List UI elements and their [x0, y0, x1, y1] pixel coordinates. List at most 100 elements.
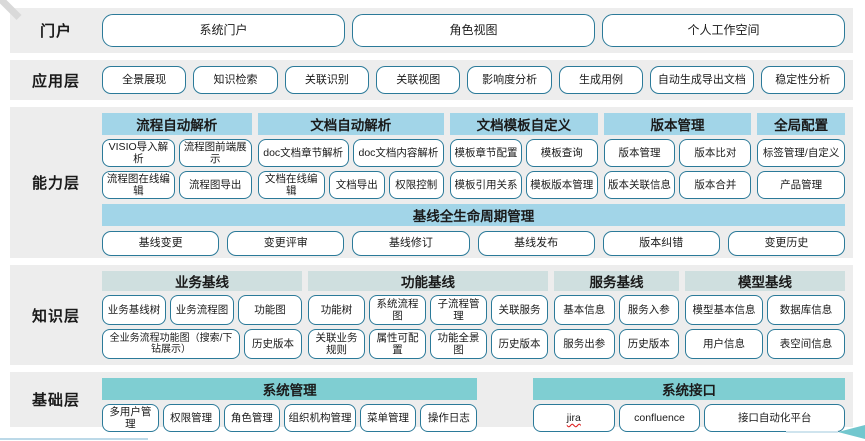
base-button[interactable]: 菜单管理 — [359, 404, 417, 433]
knowledge-content: 业务基线业务基线树业务流程图功能图全业务流程功能图（搜索/下钻展示）历史版本功能… — [102, 271, 845, 359]
portal-layer-band: 门户 系统门户角色视图个人工作空间 — [10, 8, 853, 53]
cap-button-row: 模板章节配置模板查询 — [450, 139, 598, 168]
app-button[interactable]: 自动生成导出文档 — [650, 66, 754, 94]
know-group-3: 模型基线模型基本信息数据库信息用户信息表空间信息 — [685, 271, 845, 359]
application-button-row: 全景展现知识检索关联识别关联视图影响度分析生成用例自动生成导出文档稳定性分析 — [102, 66, 845, 94]
know-button[interactable]: 关联业务规则 — [308, 329, 365, 359]
know-button[interactable]: 服务入参 — [618, 295, 679, 325]
know-button-row: 模型基本信息数据库信息 — [685, 295, 845, 325]
portal-button-row: 系统门户角色视图个人工作空间 — [102, 14, 845, 47]
know-button[interactable]: 功能图 — [238, 295, 302, 325]
cap-button[interactable]: 模板版本管理 — [525, 171, 598, 200]
baseline-button[interactable]: 基线修订 — [352, 231, 470, 257]
know-button-row: 服务出参历史版本 — [554, 329, 679, 359]
base-button[interactable]: 权限管理 — [162, 404, 220, 433]
cap-button[interactable]: 版本比对 — [679, 139, 752, 168]
cap-button[interactable]: 版本管理 — [603, 139, 676, 168]
cap-button-row: 文档在线编辑文档导出权限控制 — [257, 171, 445, 200]
knowledge-layer-label: 知识层 — [31, 307, 80, 325]
app-button[interactable]: 稳定性分析 — [760, 66, 845, 94]
baseline-button[interactable]: 基线发布 — [477, 231, 595, 257]
know-button[interactable]: 系统流程图 — [369, 295, 426, 325]
cap-button[interactable]: 权限控制 — [388, 171, 445, 200]
app-button[interactable]: 全景展现 — [102, 66, 187, 94]
portal-content: 系统门户角色视图个人工作空间 — [102, 14, 845, 47]
cap-button[interactable]: 模板查询 — [525, 139, 598, 168]
baseline-button[interactable]: 变更评审 — [227, 231, 345, 257]
cap-button[interactable]: 流程图导出 — [178, 171, 252, 200]
portal-button[interactable]: 系统门户 — [102, 14, 345, 47]
cap-button-row: 流程图在线编辑流程图导出 — [102, 171, 252, 200]
cap-button[interactable]: 文档导出 — [329, 171, 385, 200]
bottom-arrow-decoration — [786, 425, 865, 439]
know-button[interactable]: 历史版本 — [244, 329, 302, 359]
baseline-button-row: 基线变更变更评审基线修订基线发布版本纠错变更历史 — [102, 231, 846, 257]
baseline-button[interactable]: 变更历史 — [727, 231, 846, 257]
know-button-row: 功能树系统流程图子流程管理关联服务 — [308, 295, 548, 325]
baseline-button[interactable]: 版本纠错 — [602, 231, 720, 257]
cap-button[interactable]: 流程图前端展示 — [178, 139, 252, 168]
app-button[interactable]: 关联视图 — [376, 66, 461, 94]
cap-button[interactable]: 模板章节配置 — [450, 139, 522, 168]
base-button-row: 多用户管理权限管理角色管理组织机构管理菜单管理操作日志 — [102, 404, 478, 433]
know-button[interactable]: 功能树 — [308, 295, 365, 325]
cap-button[interactable]: doc文档章节解析 — [257, 139, 349, 168]
base-button[interactable]: 组织机构管理 — [284, 404, 356, 433]
know-button[interactable]: 历史版本 — [491, 329, 548, 359]
know-button[interactable]: 服务出参 — [554, 329, 615, 359]
cap-button[interactable]: 流程图在线编辑 — [102, 171, 175, 200]
know-button[interactable]: 子流程管理 — [430, 295, 487, 325]
portal-button[interactable]: 角色视图 — [352, 14, 595, 47]
know-button[interactable]: 数据库信息 — [767, 295, 845, 325]
base-button[interactable]: 多用户管理 — [102, 404, 159, 433]
base-layer-label: 基础层 — [31, 392, 80, 409]
know-button[interactable]: 模型基本信息 — [685, 295, 763, 325]
app-button[interactable]: 知识检索 — [193, 66, 278, 94]
app-button[interactable]: 影响度分析 — [467, 66, 552, 94]
cap-button-row: 模板引用关系模板版本管理 — [450, 171, 598, 200]
base-button[interactable]: confluence — [618, 404, 701, 433]
cap-button[interactable]: 标签管理/自定义 — [757, 139, 845, 168]
know-button-row: 用户信息表空间信息 — [685, 329, 845, 359]
base-button[interactable]: 角色管理 — [223, 404, 281, 433]
portal-button[interactable]: 个人工作空间 — [602, 14, 845, 47]
app-button[interactable]: 关联识别 — [284, 66, 370, 94]
capability-layer-label: 能力层 — [31, 175, 80, 192]
cap-button[interactable]: VISIO导入解析 — [102, 139, 175, 168]
cap-button[interactable]: doc文档内容解析 — [352, 139, 445, 168]
know-button[interactable]: 关联服务 — [491, 295, 548, 325]
app-button[interactable]: 生成用例 — [558, 66, 644, 94]
know-button[interactable]: 基本信息 — [554, 295, 615, 325]
baseline-button[interactable]: 基线变更 — [102, 231, 220, 257]
know-button[interactable]: 用户信息 — [685, 329, 763, 359]
cap-button[interactable]: 文档在线编辑 — [257, 171, 325, 200]
cap-button[interactable]: 版本合并 — [679, 171, 752, 200]
know-group-0: 业务基线业务基线树业务流程图功能图全业务流程功能图（搜索/下钻展示）历史版本 — [102, 271, 302, 359]
cap-group-header: 文档自动解析 — [257, 113, 445, 135]
know-button[interactable]: 业务基线树 — [102, 295, 166, 325]
cap-button[interactable]: 模板引用关系 — [450, 171, 522, 200]
base-button[interactable]: jira — [532, 404, 615, 433]
cap-button[interactable]: 产品管理 — [757, 171, 845, 200]
know-button[interactable]: 全业务流程功能图（搜索/下钻展示） — [102, 329, 240, 359]
cap-group-header: 版本管理 — [603, 113, 752, 135]
know-button[interactable]: 历史版本 — [618, 329, 679, 359]
cap-button[interactable]: 版本关联信息 — [603, 171, 676, 200]
know-group-2: 服务基线基本信息服务入参服务出参历史版本 — [554, 271, 679, 359]
cap-button-row: VISIO导入解析流程图前端展示 — [102, 139, 252, 168]
know-group-header: 服务基线 — [554, 271, 679, 291]
know-button-row: 基本信息服务入参 — [554, 295, 679, 325]
base-button[interactable]: 操作日志 — [420, 404, 478, 433]
know-button[interactable]: 表空间信息 — [767, 329, 845, 359]
cap-button-row: 版本关联信息版本合并 — [603, 171, 752, 200]
cap-button-row: 产品管理 — [757, 171, 845, 200]
know-button[interactable]: 功能全景图 — [430, 329, 487, 359]
know-button[interactable]: 业务流程图 — [170, 295, 234, 325]
know-button[interactable]: 属性可配置 — [369, 329, 426, 359]
base-button[interactable]: 接口自动化平台 — [704, 404, 846, 433]
cap-button-row: 版本管理版本比对 — [603, 139, 752, 168]
